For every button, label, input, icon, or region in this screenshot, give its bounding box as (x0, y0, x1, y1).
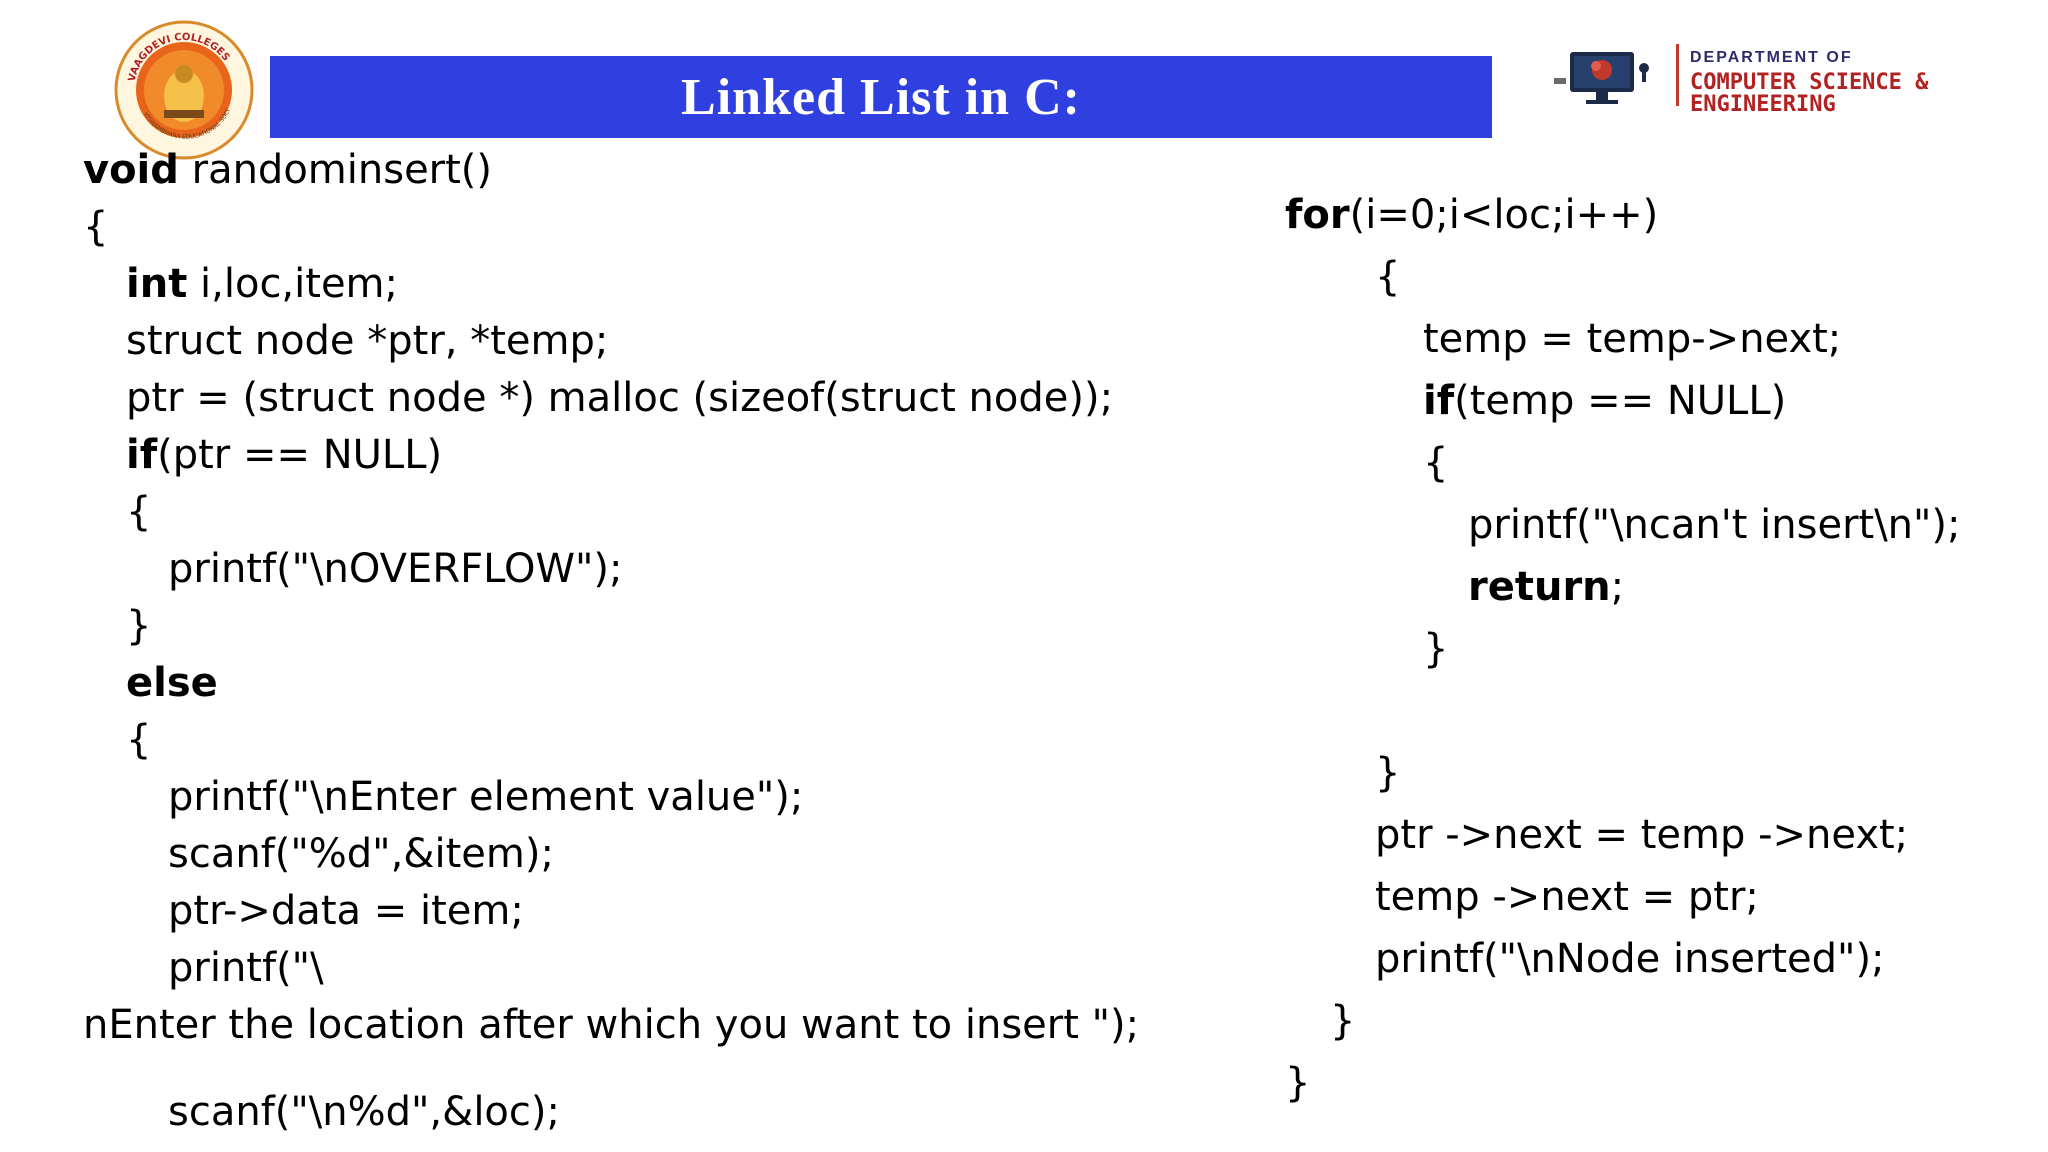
code-text: printf("\nNode inserted"); (1375, 936, 1885, 982)
code-line: } (126, 606, 151, 646)
code-text: randominsert() (178, 147, 493, 193)
code-line: nEnter the location after which you want… (83, 1005, 1139, 1045)
department-label-top: DEPARTMENT OF (1690, 49, 1853, 66)
code-text: printf("\ncan't insert\n"); (1468, 502, 1961, 548)
code-text: { (126, 489, 152, 535)
code-line: } (1375, 753, 1400, 793)
code-keyword: if (1423, 378, 1455, 424)
code-text: } (1285, 1060, 1311, 1106)
code-line: ptr ->next = temp ->next; (1375, 815, 1908, 855)
code-text: { (1423, 440, 1449, 486)
code-line: temp ->next = ptr; (1375, 877, 1759, 917)
code-line: { (1375, 257, 1400, 297)
code-text: ptr = (struct node *) malloc (sizeof(str… (126, 375, 1114, 421)
code-line: { (1423, 443, 1448, 483)
code-text: ptr ->next = temp ->next; (1375, 812, 1909, 858)
code-text: { (1375, 254, 1401, 300)
code-block-left: void randominsert() { int i,loc,item; st… (0, 0, 1139, 1132)
code-line: } (1285, 1063, 1310, 1103)
code-text: } (1375, 750, 1401, 796)
code-text: temp ->next = ptr; (1375, 874, 1759, 920)
college-logo: VAAGDEVI COLLEGES VISWAMBHARA EDUCATIONA… (112, 18, 254, 160)
code-line: } (1330, 1001, 1355, 1041)
code-text: temp = temp->next; (1423, 316, 1842, 362)
code-text: i,loc,item; (187, 261, 398, 307)
code-line: printf("\nOVERFLOW"); (168, 549, 623, 589)
code-text: scanf("\n%d",&loc); (168, 1089, 560, 1135)
code-line: void randominsert() (83, 150, 492, 190)
code-text: ; (1610, 564, 1625, 610)
code-line: printf("\nEnter element value"); (168, 777, 803, 817)
code-text: struct node *ptr, *temp; (126, 318, 609, 364)
code-line: if(ptr == NULL) (126, 435, 442, 475)
code-line: for(i=0;i<loc;i++) (1285, 195, 1658, 235)
code-line: struct node *ptr, *temp; (126, 321, 608, 361)
code-text: nEnter the location after which you want… (83, 1002, 1140, 1048)
code-line: } (1423, 629, 1448, 669)
code-line: { (126, 720, 151, 760)
code-text: scanf("%d",&item); (168, 831, 554, 877)
code-text: { (83, 204, 109, 250)
code-text: (i=0;i<loc;i++) (1349, 192, 1659, 238)
code-line: return; (1468, 567, 1624, 607)
code-text: } (1330, 998, 1356, 1044)
code-line: printf("\nNode inserted"); (1375, 939, 1885, 979)
code-line: { (83, 207, 108, 247)
code-line: scanf("\n%d",&loc); (168, 1092, 560, 1132)
code-text: printf("\ (168, 945, 324, 991)
code-line: int i,loc,item; (126, 264, 398, 304)
code-keyword: else (126, 660, 218, 706)
department-label: DEPARTMENT OF COMPUTER SCIENCE & ENGINEE… (1690, 50, 2048, 116)
code-text: } (1423, 626, 1449, 672)
code-line: temp = temp->next; (1423, 319, 1841, 359)
dept-divider (1676, 44, 1679, 106)
monitor-brain-icon (1554, 52, 1649, 104)
code-text: printf("\nOVERFLOW"); (168, 546, 623, 592)
code-text: { (126, 717, 152, 763)
code-keyword: void (83, 147, 179, 193)
department-label-bottom: COMPUTER SCIENCE & ENGINEERING (1690, 70, 1929, 117)
code-line: if(temp == NULL) (1423, 381, 1786, 421)
code-text: } (126, 603, 152, 649)
code-line: ptr->data = item; (168, 891, 524, 931)
code-text: ptr->data = item; (168, 888, 524, 934)
slide-title: Linked List in C: (681, 68, 1081, 126)
code-text: (temp == NULL) (1454, 378, 1787, 424)
code-text: (ptr == NULL) (157, 432, 443, 478)
title-banner: Linked List in C: (270, 56, 1492, 138)
code-keyword: for (1285, 192, 1350, 238)
code-line: ptr = (struct node *) malloc (sizeof(str… (126, 378, 1113, 418)
code-block-right: for(i=0;i<loc;i++) { temp = temp->next; … (0, 0, 1961, 1103)
code-line: else (126, 663, 218, 703)
code-keyword: if (126, 432, 158, 478)
code-keyword: return (1468, 564, 1611, 610)
code-keyword: int (126, 261, 188, 307)
code-line: { (126, 492, 151, 532)
code-line: printf("\ (168, 948, 324, 988)
code-line: scanf("%d",&item); (168, 834, 554, 874)
code-line: printf("\ncan't insert\n"); (1468, 505, 1961, 545)
code-text: printf("\nEnter element value"); (168, 774, 804, 820)
